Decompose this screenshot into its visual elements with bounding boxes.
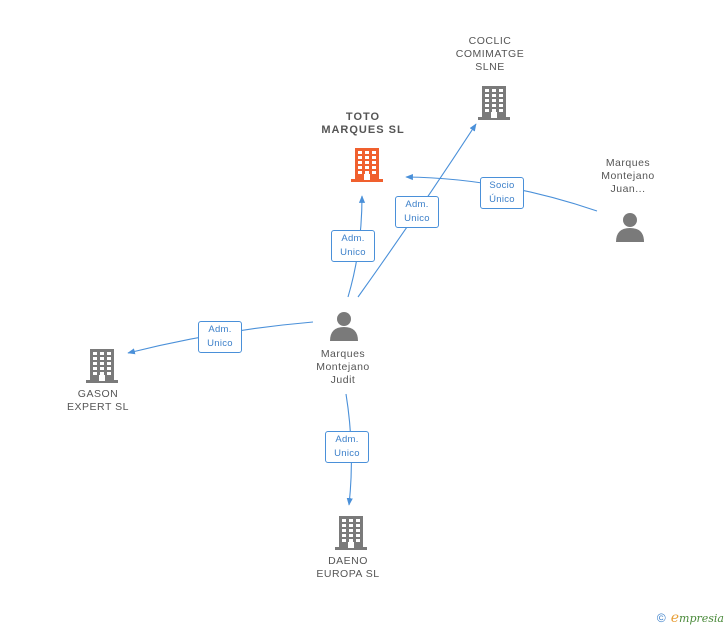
node-label-judit: Marques Montejano Judit — [316, 348, 370, 386]
edge-label-adm-unico-toto[interactable]: Adm. Unico — [331, 230, 375, 262]
person-icon[interactable] — [328, 311, 360, 341]
copyright-symbol: © — [656, 611, 666, 625]
edge-label-adm-unico-coclic[interactable]: Adm. Unico — [395, 196, 439, 228]
edge-label-socio-unico[interactable]: Socio Único — [480, 177, 524, 209]
footer-brand: © empresia — [657, 610, 724, 626]
building-icon[interactable] — [85, 347, 119, 383]
empresia-logo: empresia — [670, 610, 724, 626]
node-label-daeno: DAENO EUROPA SL — [316, 555, 380, 580]
edge-label-adm-unico-gason[interactable]: Adm. Unico — [198, 321, 242, 353]
node-label-juan: Marques Montejano Juan... — [601, 157, 655, 195]
building-icon[interactable] — [477, 84, 511, 120]
person-icon[interactable] — [614, 212, 646, 242]
building-icon[interactable] — [350, 146, 384, 182]
edge-label-adm-unico-daeno[interactable]: Adm. Unico — [325, 431, 369, 463]
node-label-gason: GASON EXPERT SL — [67, 388, 129, 413]
node-label-toto-marques: TOTO MARQUES SL — [321, 111, 405, 136]
building-icon[interactable] — [334, 514, 368, 550]
node-label-coclic: COCLIC COMIMATGE SLNE — [455, 35, 525, 73]
